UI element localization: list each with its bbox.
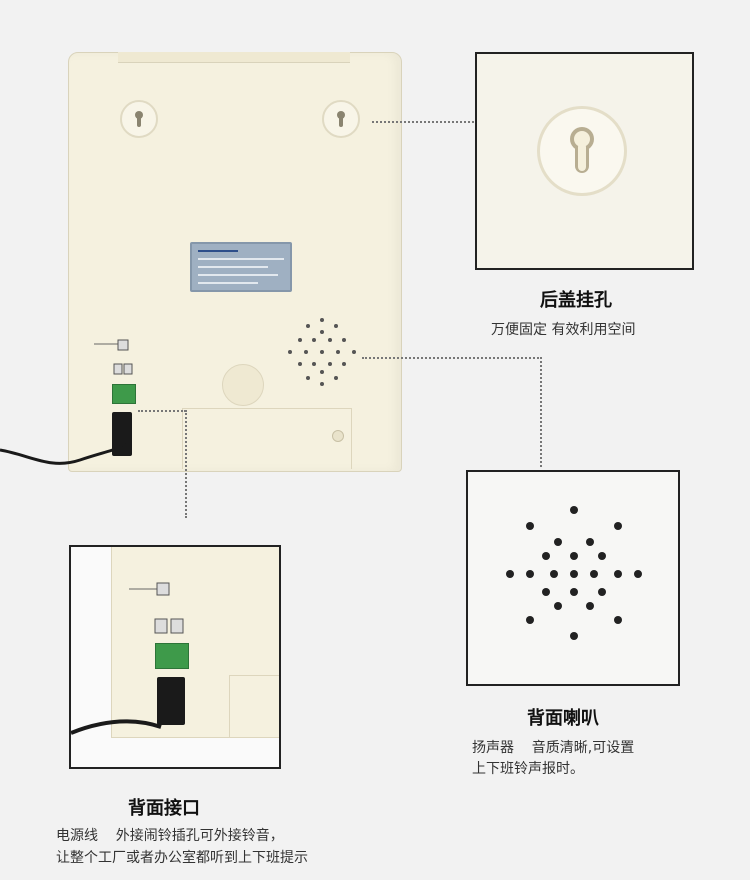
port-symbols-icon <box>94 339 133 375</box>
hanging-hole-desc: 万便固定 有效利用空间 <box>491 322 636 338</box>
leader-line-port-h <box>138 410 186 412</box>
interface-title: 背面接口 <box>128 798 200 819</box>
interface-device-body <box>111 547 279 738</box>
hanging-hole-right-icon <box>322 100 360 138</box>
speaker-desc-line2: 上下班铃声报时。 <box>472 761 584 777</box>
power-cable-icon <box>0 441 127 465</box>
interface-port-symbols-icon <box>129 582 184 634</box>
speaker-closeup <box>466 470 680 686</box>
hanging-hole-title: 后盖挂孔 <box>540 290 612 311</box>
screw-icon <box>332 430 344 442</box>
interface-bell-connector <box>155 643 189 669</box>
speaker-desc-line1: 扬声器 音质清晰,可设置 <box>472 740 635 756</box>
leader-line-speaker-v <box>540 357 542 467</box>
interface-power-jack <box>157 677 185 725</box>
bell-connector <box>112 384 136 404</box>
speaker-holes-closeup-icon <box>506 506 642 640</box>
battery-cover <box>182 408 352 469</box>
speaker-grille-icon <box>286 318 358 386</box>
leader-line-port-v <box>185 410 187 518</box>
interface-cable-icon <box>71 719 162 735</box>
keyhole-closeup-icon <box>537 106 627 196</box>
hanging-hole-closeup <box>475 52 694 270</box>
leader-line-hole <box>372 121 474 123</box>
interface-desc-line2: 让整个工厂或者办公室都听到上下班提示 <box>56 850 308 866</box>
hanging-hole-left-icon <box>120 100 158 138</box>
leader-line-speaker-h <box>362 357 542 359</box>
rear-knob <box>222 364 264 406</box>
device-top-edge <box>118 52 350 63</box>
interface-cover <box>229 675 279 738</box>
speaker-title: 背面喇叭 <box>527 708 599 729</box>
interface-closeup <box>69 545 281 769</box>
power-jack <box>112 412 132 456</box>
product-label-plate <box>190 242 292 292</box>
interface-desc-line1: 电源线 外接闹铃插孔可外接铃音， <box>56 828 284 844</box>
